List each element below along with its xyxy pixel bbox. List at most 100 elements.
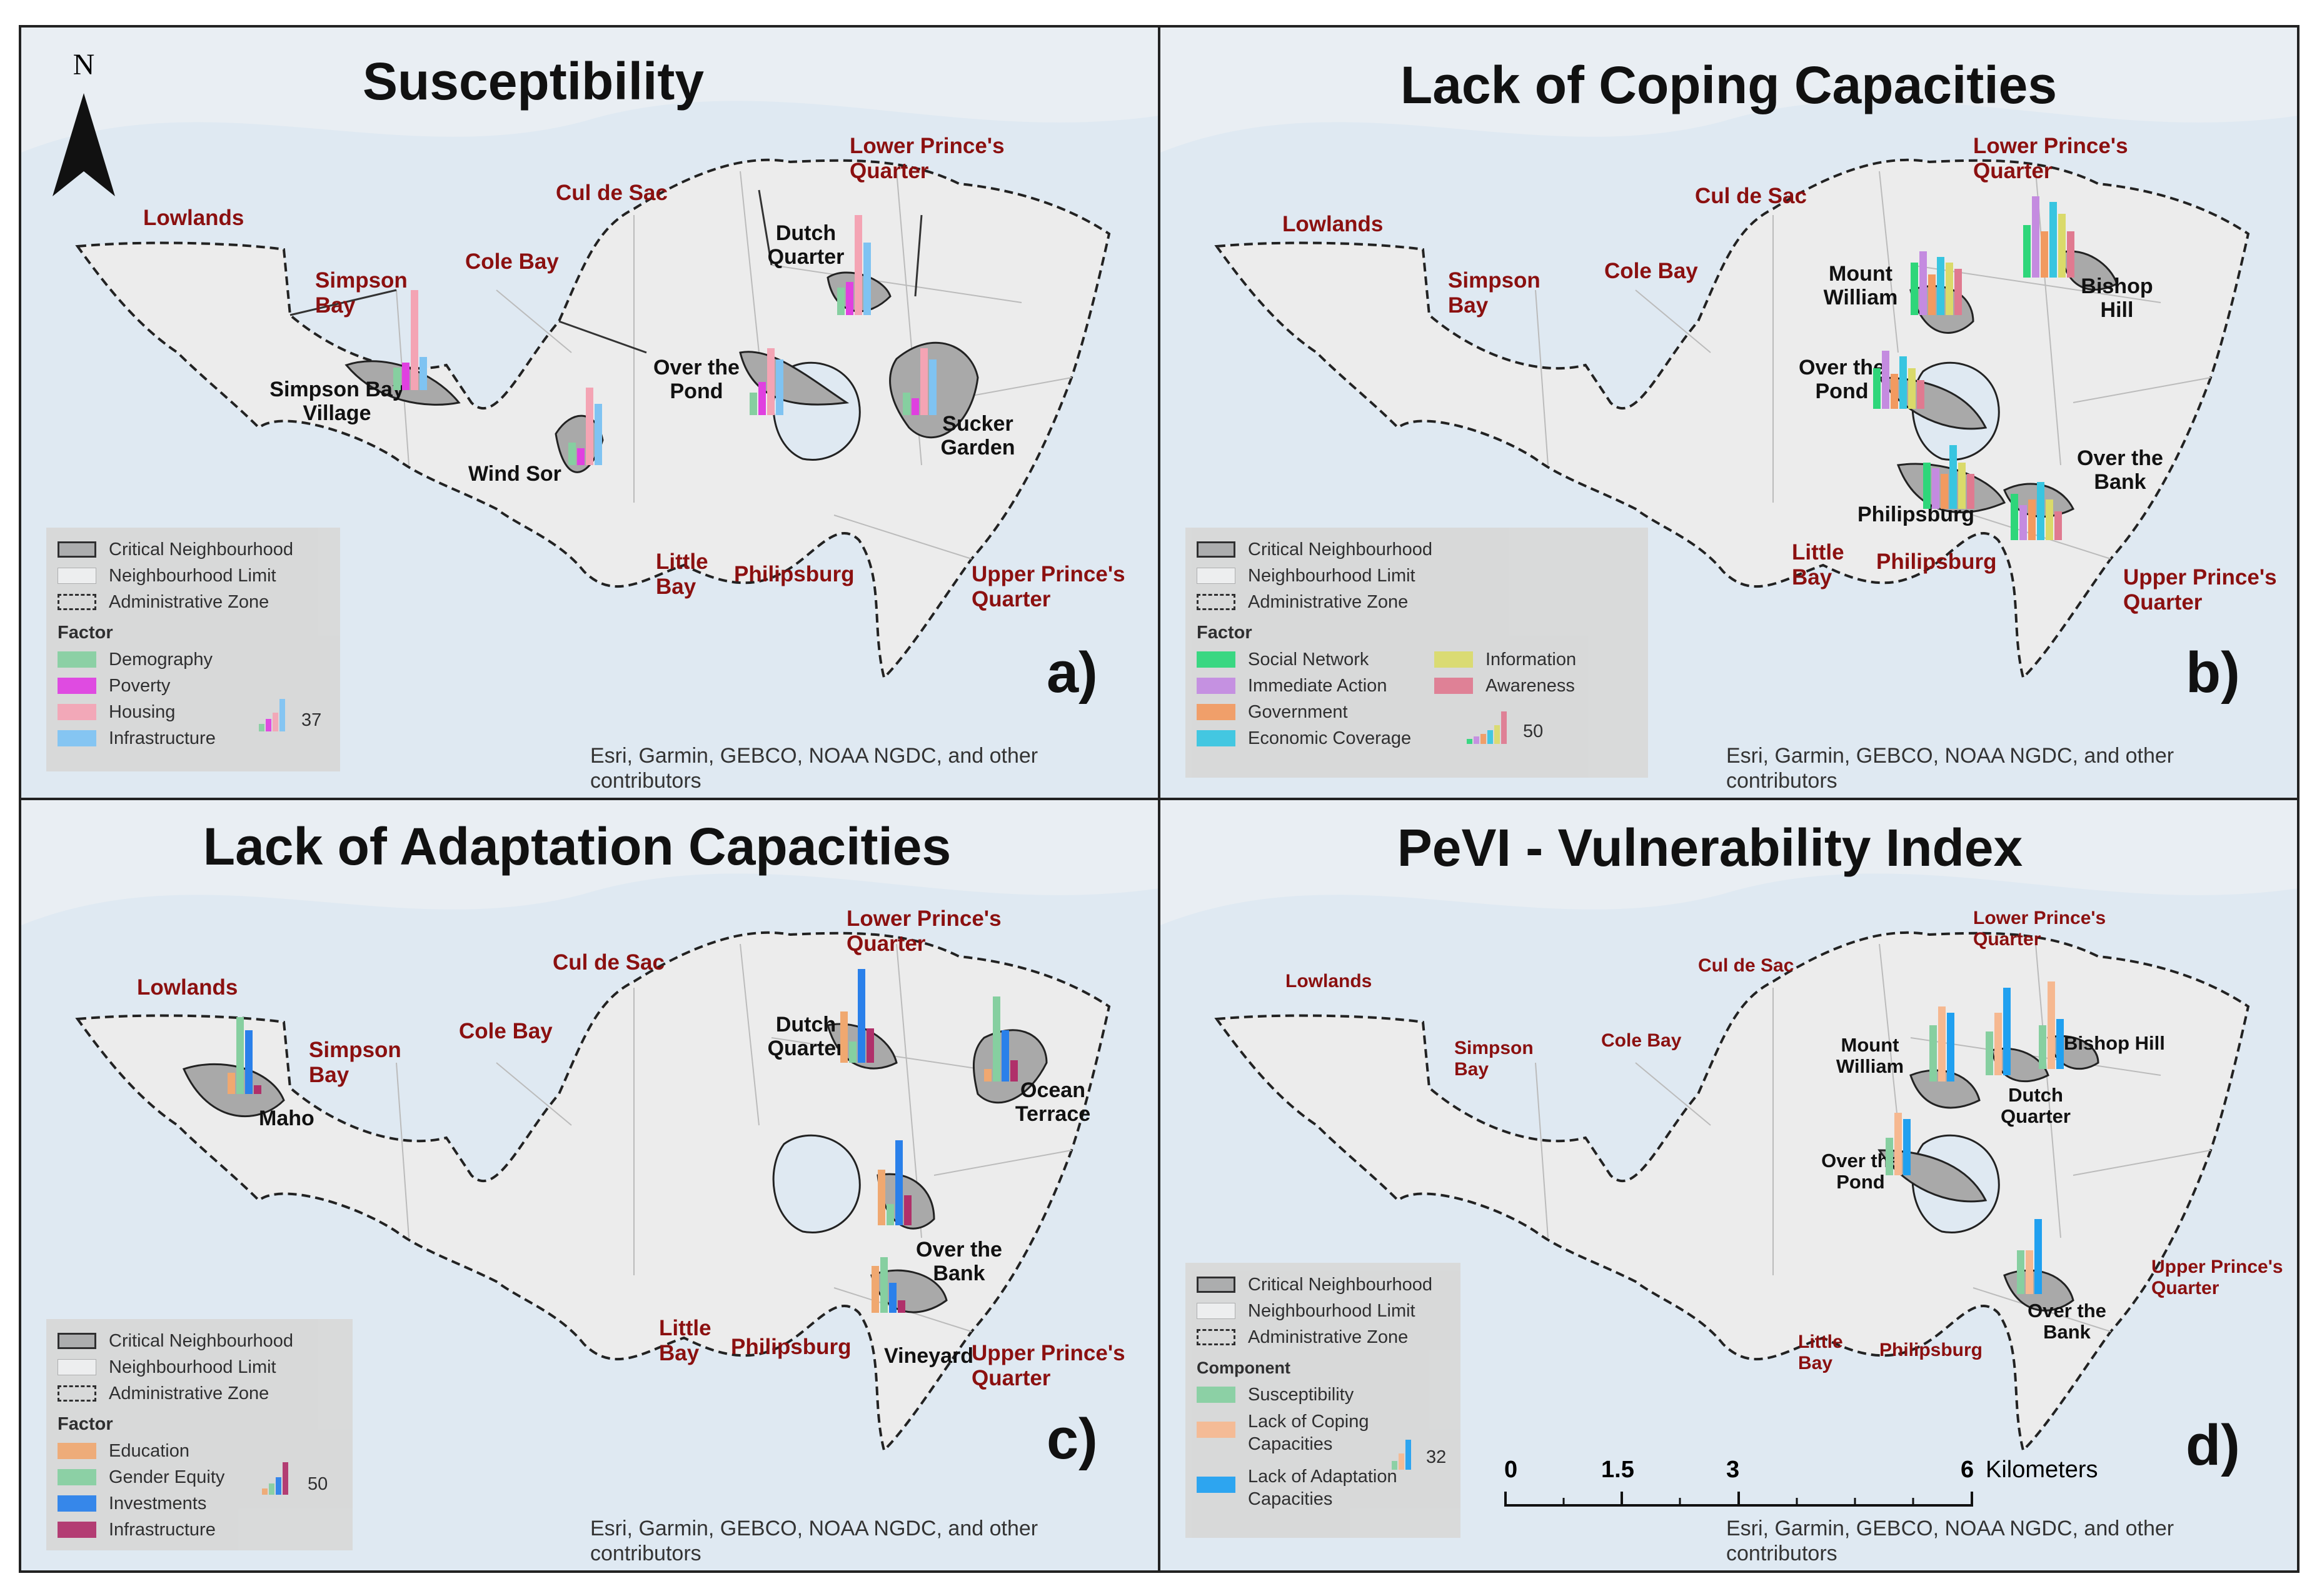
zone-simpson-bay: Simpson Bay	[1448, 268, 1540, 318]
limit-swatch	[1197, 1303, 1235, 1319]
north-label: N	[73, 48, 95, 81]
legend-factor: Lack of Coping Capacities	[1248, 1412, 1369, 1454]
legend-limit: Neighbourhood Limit	[1248, 566, 1415, 586]
bar	[236, 1017, 244, 1094]
scale-tick-3: 6	[1961, 1457, 1974, 1483]
education-swatch	[58, 1443, 96, 1459]
bar	[228, 1072, 235, 1094]
bar	[846, 281, 853, 315]
hood-over-the-bank: Over the Bank	[2028, 1300, 2106, 1343]
legend-critical: Critical Neighbourhood	[1248, 540, 1432, 560]
hood-sucker-garden: Sucker Garden	[940, 412, 1015, 459]
legend-factor: Information	[1485, 650, 1577, 670]
limit-swatch	[58, 568, 96, 584]
bar	[863, 243, 871, 315]
bar-chart-over-the-pond	[750, 315, 783, 415]
zone-simpson-bay: Simpson Bay	[1454, 1038, 1534, 1080]
bar	[1923, 462, 1931, 509]
bar	[402, 362, 410, 390]
bar	[411, 290, 418, 390]
bar	[1949, 444, 1957, 509]
bar	[595, 404, 602, 465]
zone-little-bay: Little Bay	[1798, 1332, 1843, 1373]
bar	[889, 1283, 897, 1313]
hood-mount-william: Mount William	[1823, 262, 1898, 309]
legend-factor: Social Network	[1248, 650, 1369, 670]
zone-cole-bay: Cole Bay	[1601, 1030, 1682, 1051]
bar	[776, 359, 783, 415]
bar-chart-simpson-bay-village	[393, 290, 427, 390]
legend-factor: Poverty	[109, 676, 171, 696]
hood-wind-sor: Wind Sor	[468, 462, 561, 486]
bar	[872, 1266, 879, 1313]
scale-tick-2: 3	[1726, 1457, 1740, 1483]
bar-chart-maho	[228, 1000, 261, 1094]
bar-size-value: 32	[1426, 1447, 1447, 1467]
bar	[2017, 1250, 2024, 1294]
bar	[2046, 499, 2053, 540]
bar	[568, 443, 576, 465]
panel-adaptation: Lack of Adaptation Capacities Lowlands S…	[19, 798, 1160, 1573]
bar-chart-vineyard	[872, 1219, 905, 1313]
zone-upper-princes-quarter: Upper Prince's Quarter	[2123, 565, 2277, 615]
susceptibility-swatch	[1197, 1387, 1235, 1403]
bar-chart-wind-sor	[568, 365, 602, 465]
limit-swatch	[1197, 568, 1235, 584]
bar	[1932, 468, 1939, 509]
legend-factor: Awareness	[1485, 676, 1575, 696]
bar	[2023, 225, 2031, 278]
bar	[912, 398, 919, 415]
legend-admin: Administrative Zone	[109, 1383, 269, 1403]
bar	[898, 1300, 905, 1313]
legend-title: Component	[1197, 1358, 1290, 1377]
bar-chart-philipsburg	[1923, 428, 1974, 509]
bar	[2056, 1019, 2064, 1069]
legend-factor: Gender Equity	[109, 1467, 225, 1487]
bar	[254, 1085, 261, 1094]
bar	[2054, 511, 2062, 540]
social-network-swatch	[1197, 651, 1235, 668]
housing-swatch	[58, 704, 96, 720]
zone-philipsburg: Philipsburg	[1879, 1340, 1983, 1360]
zone-cul-de-sac: Cul de Sac	[1698, 955, 1794, 976]
attribution: Esri, Garmin, GEBCO, NOAA NGDC, and othe…	[590, 1517, 1038, 1565]
hood-over-the-bank: Over the Bank	[916, 1238, 1002, 1285]
bar	[750, 393, 757, 415]
scale-tick-0: 0	[1504, 1457, 1518, 1483]
bar-chart-sucker-garden	[903, 315, 937, 415]
bar	[1891, 374, 1898, 409]
zone-philipsburg: Philipsburg	[734, 562, 855, 586]
hood-dutch-quarter: Dutch Quarter	[767, 221, 845, 269]
legend-factor: Investments	[109, 1493, 207, 1513]
economic-coverage-swatch	[1197, 730, 1235, 746]
bar	[245, 1030, 253, 1094]
bar-chart-dutch-quarter	[840, 969, 874, 1063]
scale-bar: 0 1.5 3 6 Kilometers	[1504, 1457, 2098, 1519]
legend-title: Factor	[58, 1414, 113, 1434]
bar-chart-bishop-hill	[2023, 196, 2074, 278]
government-swatch	[1197, 704, 1235, 720]
legend-factor: Demography	[109, 650, 213, 670]
adaptation-swatch	[1197, 1477, 1235, 1493]
bar	[1903, 1119, 1911, 1175]
poverty-swatch	[58, 678, 96, 694]
bar-chart-bishop-hill	[2039, 981, 2064, 1069]
bar-chart-over-the-pond	[1886, 1088, 1911, 1175]
bar	[904, 1195, 912, 1225]
hood-dutch-quarter: Dutch Quarter	[767, 1013, 845, 1060]
bar-size-symbol-icon	[1392, 1435, 1411, 1470]
bar	[1941, 474, 1948, 509]
bar	[867, 1028, 874, 1063]
panel-letter: c)	[1047, 1407, 1098, 1471]
bar	[1937, 257, 1944, 315]
bar-size-value: 50	[1523, 721, 1544, 741]
zone-upper-princes-quarter: Upper Prince's Quarter	[2151, 1257, 2283, 1298]
legend-limit: Neighbourhood Limit	[109, 1357, 276, 1377]
demography-swatch	[58, 651, 96, 668]
bar	[903, 393, 910, 415]
zone-little-bay: Little Bay	[659, 1316, 711, 1365]
zone-little-bay: Little Bay	[1792, 540, 1844, 590]
bar	[984, 1068, 992, 1082]
bar	[1886, 1138, 1893, 1175]
hood-mount-william: Mount William	[1836, 1034, 1904, 1077]
